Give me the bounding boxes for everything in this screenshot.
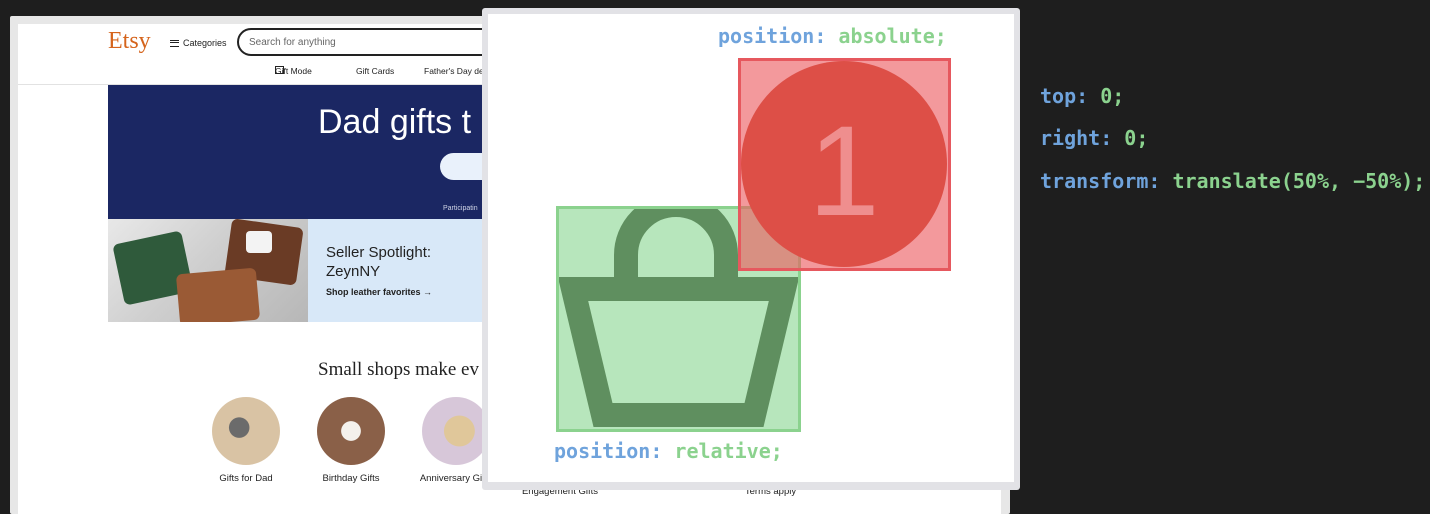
menu-icon	[170, 39, 179, 47]
hero-title: Dad gifts t	[318, 103, 472, 141]
absolute-badge-box: 1	[738, 58, 951, 271]
category-label-gifts-for-dad[interactable]: Gifts for Dad	[219, 473, 273, 484]
category-image-anniversary-gifts[interactable]	[422, 397, 490, 465]
relative-val: relative;	[674, 439, 783, 463]
subnav-gift-mode-label: Gift Mode	[275, 66, 312, 76]
terms-note[interactable]: Terms apply	[744, 486, 797, 497]
spotlight-title: Seller Spotlight:	[326, 244, 432, 261]
code-prop-right: right:	[1040, 126, 1113, 150]
code-val-transform: translate(50%, −50%);	[1172, 169, 1426, 193]
category-label-anniversary-gifts[interactable]: Anniversary Gifts	[419, 473, 493, 484]
category-label-engagement-gifts[interactable]: Engagement Gifts	[521, 486, 599, 497]
etsy-logo[interactable]: Etsy	[108, 28, 151, 54]
relative-label: position: relative;	[554, 439, 783, 463]
hero-note: Participatin	[443, 205, 478, 212]
code-line-top: top: 0;	[1040, 84, 1124, 108]
categories-label: Categories	[183, 38, 227, 48]
leather-trays-photo[interactable]	[108, 219, 308, 322]
categories-menu[interactable]: Categories	[170, 38, 227, 48]
notification-badge: 1	[741, 61, 947, 267]
code-val-top: 0;	[1100, 84, 1125, 108]
spotlight-link[interactable]: Shop leather favorites →	[326, 287, 433, 297]
absolute-label: position: absolute;	[718, 24, 947, 48]
code-line-transform: transform: translate(50%, −50%);	[1040, 169, 1425, 193]
hero-banner[interactable]: Dad gifts t Participatin	[108, 85, 528, 219]
category-image-gifts-for-dad[interactable]	[212, 397, 280, 465]
relative-prop: position:	[554, 439, 663, 463]
badge-number: 1	[808, 100, 879, 243]
spotlight-name: ZeynNY	[326, 263, 381, 280]
category-image-birthday-gifts[interactable]	[317, 397, 385, 465]
subnav-gift-cards[interactable]: Gift Cards	[356, 66, 395, 76]
category-label-birthday-gifts[interactable]: Birthday Gifts	[322, 473, 380, 484]
code-prop-transform: transform:	[1040, 169, 1161, 193]
code-prop-top: top:	[1040, 84, 1089, 108]
code-val-right: 0;	[1124, 126, 1149, 150]
code-line-right: right: 0;	[1040, 126, 1148, 150]
gift-icon	[275, 66, 284, 74]
diagram-overlay: position: absolute; 1 position: relative…	[482, 8, 1020, 490]
subnav-fathers-day[interactable]: Father's Day de	[424, 66, 484, 76]
relative-container	[556, 193, 801, 432]
absolute-val: absolute;	[838, 24, 947, 48]
diagram-canvas: position: absolute; 1 position: relative…	[488, 14, 1014, 482]
absolute-prop: position:	[718, 24, 827, 48]
section-title: Small shops make ev	[318, 359, 479, 380]
